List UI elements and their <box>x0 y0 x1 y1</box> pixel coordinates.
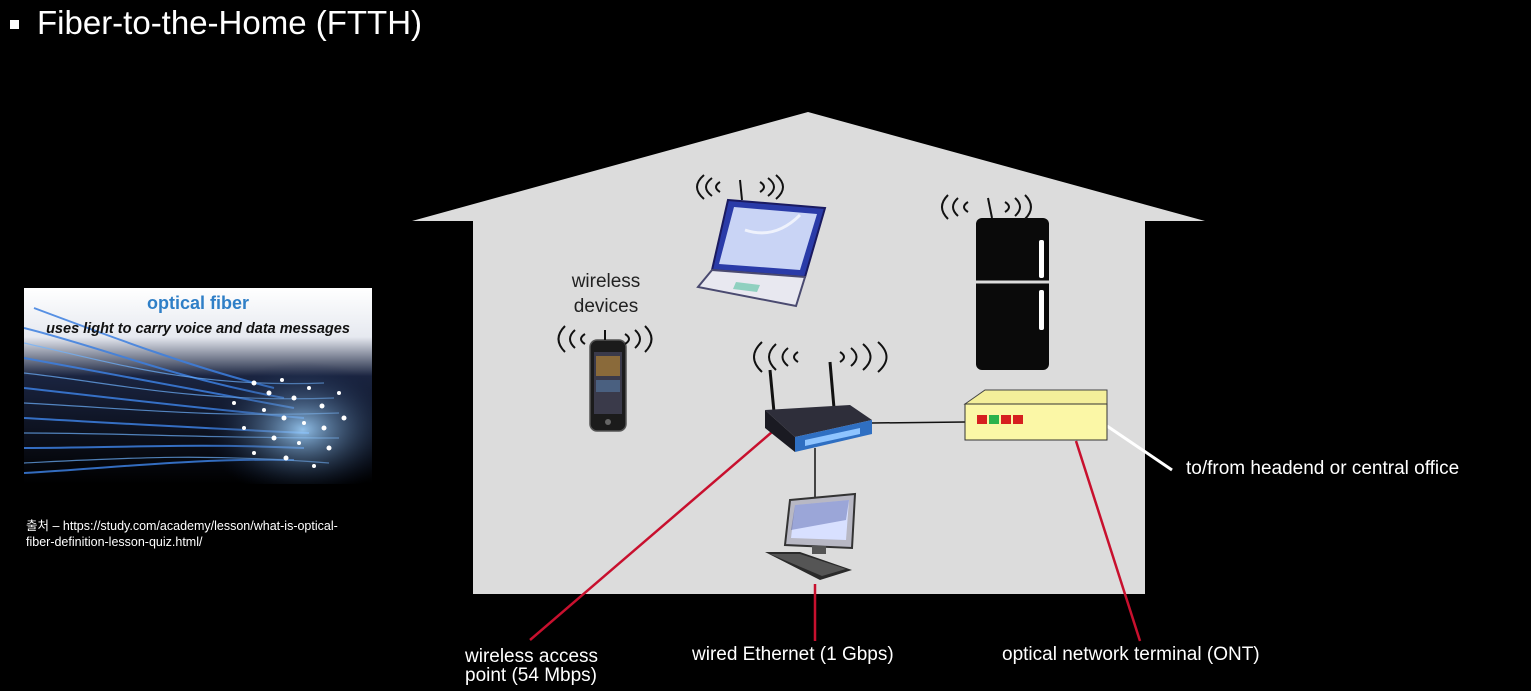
wireless-access-point-label-line1: wireless access <box>465 646 599 667</box>
laptop-icon <box>696 198 827 308</box>
laptop-signal-icon <box>696 174 784 201</box>
ont-to-headend-link <box>1106 424 1173 472</box>
ont-callout-line <box>1074 440 1142 642</box>
ont-label: optical network terminal (ONT) <box>1002 644 1260 665</box>
ont-device-icon <box>963 389 1108 441</box>
wireless-devices-label: wireless devices <box>566 272 646 317</box>
smartphone-icon <box>589 339 627 432</box>
headend-label: to/from headend or central office <box>1186 458 1460 479</box>
bullet-icon <box>10 19 19 29</box>
wireless-devices-label-line2: devices <box>573 296 639 317</box>
wireless-router-icon <box>765 361 872 452</box>
wireless-access-point-label-line2: point (54 Mbps) <box>465 665 598 686</box>
slide-title: Fiber-to-the-Home (FTTH) <box>10 4 422 42</box>
wireless-devices-label-line1: wireless <box>571 271 641 292</box>
wired-ethernet-label: wired Ethernet (1 Gbps) <box>692 644 894 665</box>
wireless-access-point-label: wireless access point (54 Mbps) <box>465 647 598 685</box>
wireless-ap-callout-line <box>529 431 773 641</box>
fiber-image-heading: optical fiber <box>146 293 249 313</box>
optical-fiber-image: optical fiber uses light to carry voice … <box>24 288 372 484</box>
router-to-ont-link <box>871 421 966 424</box>
desktop-computer-icon <box>765 492 857 580</box>
slide-title-text: Fiber-to-the-Home (FTTH) <box>37 4 423 41</box>
fiber-image-subheading: uses light to carry voice and data messa… <box>46 321 350 337</box>
fiber-bundle-illustration <box>24 288 372 484</box>
image-credit: 출처 – https://study.com/academy/lesson/wh… <box>26 519 338 549</box>
smartphone-signal-icon <box>557 325 653 353</box>
refrigerator-icon <box>976 218 1049 370</box>
refrigerator-signal-icon <box>941 194 1032 220</box>
router-signal-icon <box>753 341 888 373</box>
